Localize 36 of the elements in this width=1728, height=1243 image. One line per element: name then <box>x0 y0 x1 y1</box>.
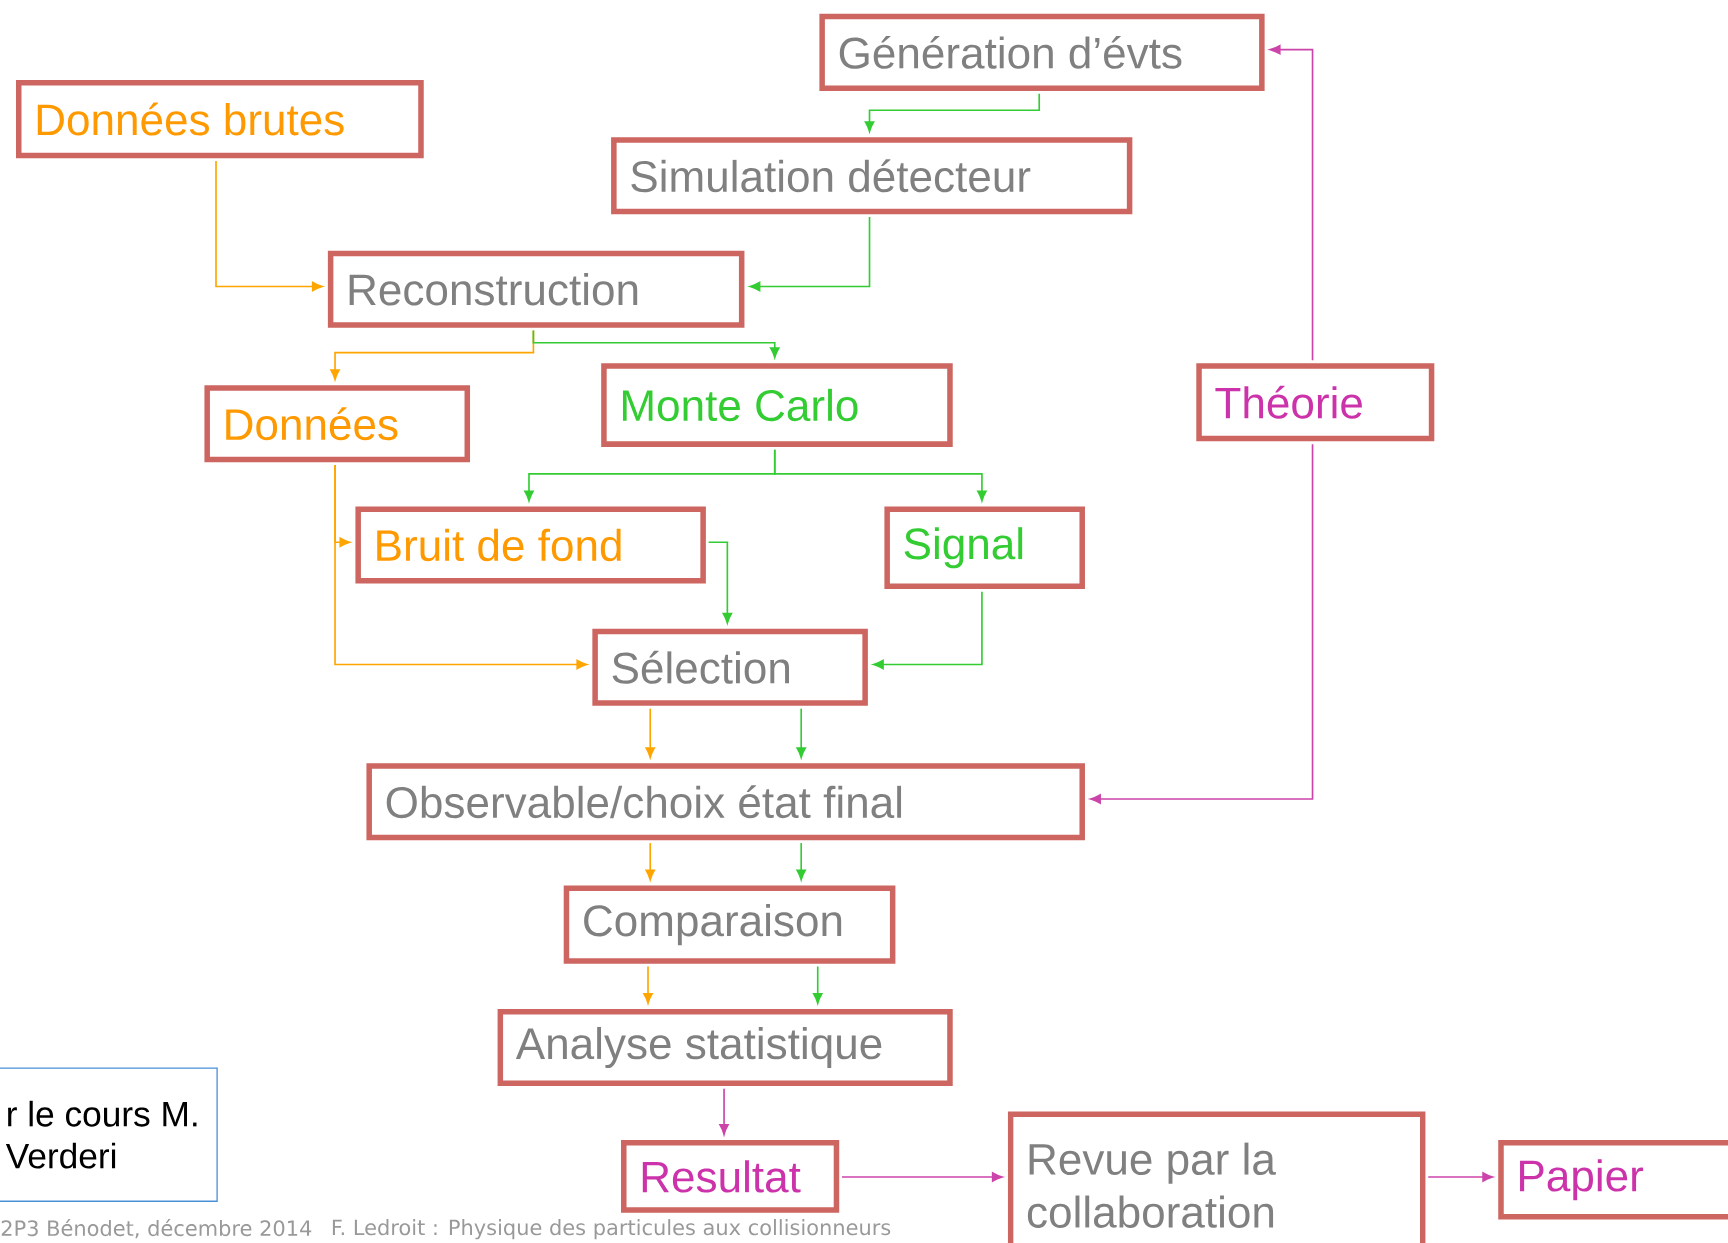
arrow <box>532 329 780 359</box>
process-box: Resultat <box>621 1140 840 1213</box>
note-box: r le cours M. Verderi <box>0 1067 218 1202</box>
arrow <box>773 448 987 502</box>
arrow <box>1269 44 1314 362</box>
process-box: Analyse statistique <box>497 1008 953 1087</box>
process-box: Théorie <box>1196 363 1435 442</box>
arrow <box>796 707 806 759</box>
arrow <box>812 965 823 1004</box>
arrow <box>334 464 588 670</box>
arrow <box>719 1087 729 1135</box>
process-box: Monte Carlo <box>601 363 953 447</box>
process-box: Bruit de fond <box>355 506 706 584</box>
arrow <box>1427 1172 1494 1182</box>
arrow <box>749 216 871 292</box>
process-box: Revue par la collaboration <box>1007 1111 1426 1243</box>
process-box: Papier <box>1498 1140 1728 1220</box>
arrow <box>707 541 733 624</box>
arrow <box>643 965 653 1004</box>
process-box: Sélection <box>592 628 868 706</box>
arrow <box>872 590 983 670</box>
process-box: Signal <box>884 506 1085 589</box>
arrow <box>864 92 1041 133</box>
process-box: Reconstruction <box>327 250 745 328</box>
process-box: Génération d’évts <box>819 13 1265 91</box>
process-box: Observable/choix état final <box>366 763 1085 841</box>
arrow <box>645 842 656 881</box>
arrow <box>215 160 323 292</box>
process-box: Comparaison <box>563 885 896 964</box>
arrow <box>796 842 806 881</box>
arrow <box>645 707 656 759</box>
process-box: Simulation détecteur <box>611 137 1133 215</box>
process-box: Données <box>204 385 471 463</box>
process-box: Données brutes <box>16 79 424 159</box>
arrow <box>841 1172 1003 1182</box>
arrow <box>1090 443 1314 804</box>
